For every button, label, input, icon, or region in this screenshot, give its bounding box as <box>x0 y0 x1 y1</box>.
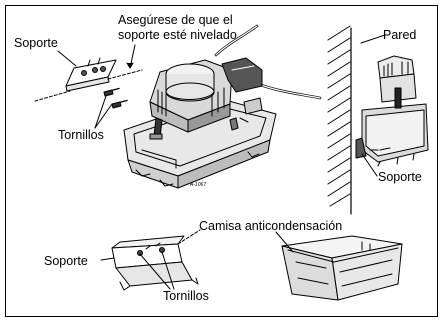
leader-tornillos-bottom-2 <box>161 251 175 290</box>
pump-side <box>355 55 429 167</box>
leader-soporte-top <box>57 50 77 67</box>
label-soporte-top: Soporte <box>14 36 58 50</box>
leader-soporte-right <box>361 153 378 177</box>
leader-soporte-bottom <box>100 257 115 261</box>
screws-top <box>94 87 128 129</box>
leader-tornillos-bottom-1 <box>139 253 171 290</box>
label-nivel-line1: Asegúrese de que el <box>118 13 233 27</box>
wall <box>327 25 352 215</box>
label-tornillos-top: Tornillos <box>58 128 104 142</box>
leader-pared <box>360 34 386 44</box>
label-nivel-line2: soporte esté nivelado <box>118 28 237 42</box>
label-camisa: Camisa anticondensación <box>199 219 343 233</box>
jacket <box>281 235 403 301</box>
bracket-bottom <box>111 229 201 291</box>
arrow-nivel <box>126 62 134 69</box>
leader-camisa <box>275 231 294 253</box>
pump-main <box>123 24 322 189</box>
figure-border <box>5 5 438 317</box>
label-pared: Pared <box>383 28 417 42</box>
bracket-top-left <box>34 57 143 102</box>
label-soporte-right: Soporte <box>378 170 422 184</box>
label-tornillos-bottom: Tornillos <box>163 289 209 303</box>
figure-code: A-1067 <box>190 182 207 188</box>
label-soporte-bottom: Soporte <box>44 254 88 268</box>
